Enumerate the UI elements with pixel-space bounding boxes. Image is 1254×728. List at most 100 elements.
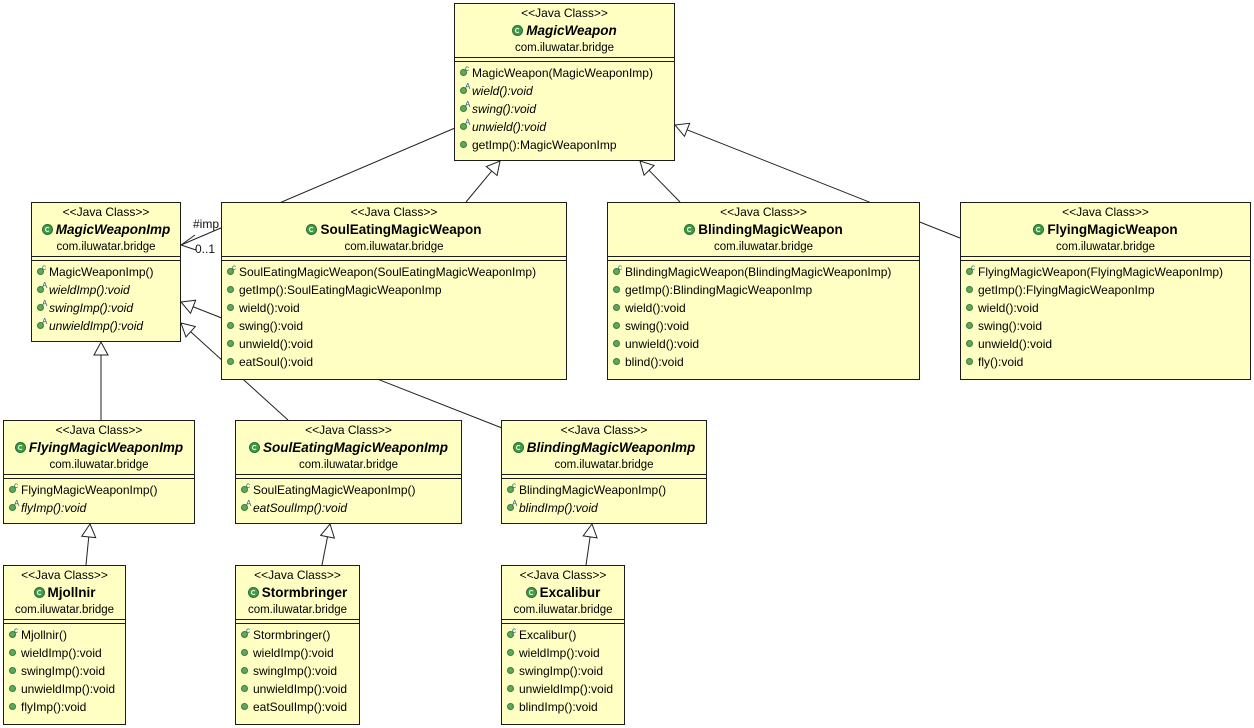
modifier-mark-icon: c	[14, 626, 18, 635]
class-name[interactable]: MagicWeapon	[455, 21, 674, 40]
class-icon	[525, 587, 537, 598]
class-name[interactable]: MagicWeaponImp	[32, 220, 180, 239]
method-swing[interactable]: swing():void	[966, 317, 1250, 335]
method-get-imp[interactable]: getImp():BlindingMagicWeaponImp	[613, 281, 919, 299]
public-method-icon: A	[241, 500, 251, 511]
class-name[interactable]: BlindingMagicWeapon	[608, 220, 919, 239]
method-wield-imp[interactable]: wieldImp():void	[507, 644, 624, 662]
method-swing[interactable]: swing():void	[227, 317, 566, 335]
method-wield-imp[interactable]: wieldImp():void	[9, 644, 125, 662]
method-signature: swing():void	[472, 102, 537, 116]
package-label: com.iluwatar.bridge	[513, 604, 613, 616]
modifier-mark-icon: A	[14, 499, 20, 508]
method-fly[interactable]: fly():void	[966, 353, 1250, 371]
method-get-imp[interactable]: getImp():FlyingMagicWeaponImp	[966, 281, 1250, 299]
package-label: com.iluwatar.bridge	[514, 42, 615, 54]
class-name[interactable]: Mjollnir	[4, 583, 125, 602]
method-get-imp[interactable]: getImp():SoulEatingMagicWeaponImp	[227, 281, 566, 299]
method-blind[interactable]: blind():void	[613, 353, 919, 371]
stereotype-label: <<Java Class>>	[720, 205, 807, 219]
class-name-text: Mjollnir	[47, 585, 96, 600]
class-name-text: BlindingMagicWeapon	[698, 222, 843, 237]
public-method-icon	[613, 358, 620, 365]
public-method-icon	[227, 358, 234, 365]
class-name[interactable]: FlyingMagicWeaponImp	[4, 438, 194, 457]
method-eat-soul-imp[interactable]: eatSoulImp():void	[241, 698, 359, 716]
modifier-mark-icon: A	[512, 499, 518, 508]
method-unwield[interactable]: unwield():void	[227, 335, 566, 353]
modifier-mark-icon: c	[618, 263, 622, 272]
generalization-line	[321, 536, 329, 566]
method-swing[interactable]: swing():void	[613, 317, 919, 335]
class-name[interactable]: FlyingMagicWeapon	[961, 220, 1250, 239]
class-name[interactable]: SoulEatingMagicWeapon	[222, 220, 566, 239]
method-signature: Stormbringer()	[253, 628, 331, 642]
method-swing-imp[interactable]: swingImp():void	[9, 662, 125, 680]
method-unwield-imp[interactable]: unwieldImp():void	[9, 680, 125, 698]
public-method-icon	[613, 340, 620, 347]
method-unwield[interactable]: unwield():void	[613, 335, 919, 353]
method-unwield-imp[interactable]: unwieldImp():void	[241, 680, 359, 698]
method-swing-imp[interactable]: swingImp():void	[507, 662, 624, 680]
generalization-arrowhead	[319, 522, 336, 539]
public-method-icon: c	[613, 264, 622, 275]
package-label: com.iluwatar.bridge	[247, 604, 348, 616]
method-swing-imp[interactable]: swingImp():void	[241, 662, 359, 680]
public-method-icon	[9, 667, 16, 674]
method-get-imp[interactable]: getImp():MagicWeaponImp	[460, 136, 674, 154]
method-blind-imp[interactable]: blindImp():void	[507, 698, 624, 716]
method-unwield-imp[interactable]: unwieldImp():void	[507, 680, 624, 698]
method-unwield[interactable]: unwield():void	[966, 335, 1250, 353]
class-name[interactable]: Stormbringer	[236, 583, 359, 602]
class-excalibur[interactable]: <<Java Class>>Excalibur com.iluwatar.brid…	[501, 565, 625, 725]
class-name[interactable]: Excalibur	[502, 583, 624, 602]
class-name[interactable]: SoulEatingMagicWeaponImp	[236, 438, 461, 457]
method-wield[interactable]: wield():void	[613, 299, 919, 317]
method-fly-imp[interactable]: flyImp():void	[9, 698, 125, 716]
attributes-compartment	[222, 256, 566, 260]
method-wield[interactable]: wield():void	[966, 299, 1250, 317]
stereotype-label: <<Java Class>>	[305, 423, 392, 437]
method-wield-imp[interactable]: wieldImp():void	[241, 644, 359, 662]
method-wield[interactable]: wield():void	[227, 299, 566, 317]
class-name[interactable]: BlindingMagicWeaponImp	[502, 438, 706, 457]
stereotype-label: <<Java Class>>	[519, 568, 607, 582]
method-signature: getImp():SoulEatingMagicWeaponImp	[239, 283, 442, 297]
public-method-icon: c	[966, 264, 975, 275]
method-eat-soul[interactable]: eatSoul():void	[227, 353, 566, 371]
method-signature: unwield():void	[239, 337, 314, 351]
